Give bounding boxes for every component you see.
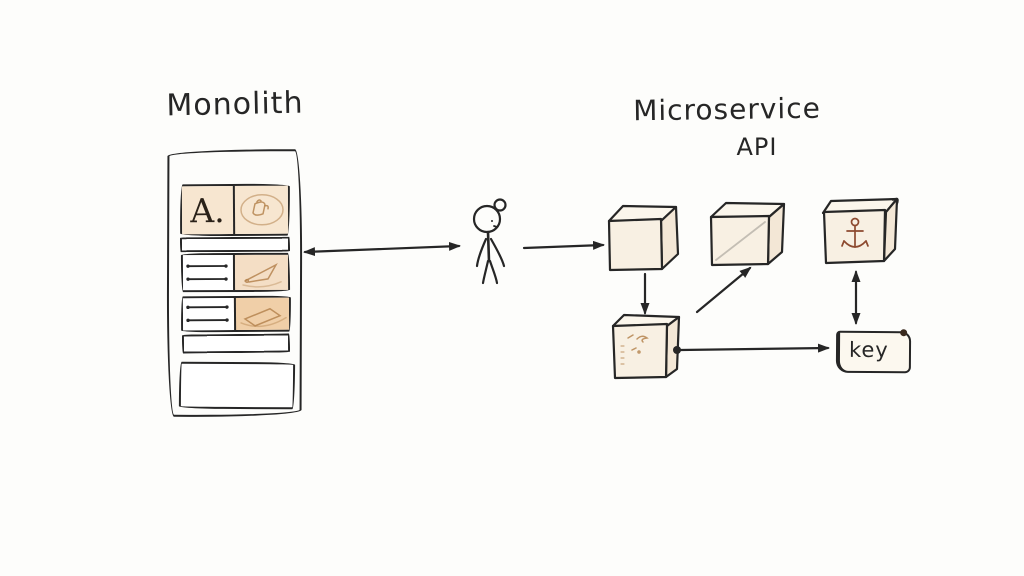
monolith-row-module-a: A.	[179, 183, 291, 237]
datastore-cube	[611, 313, 681, 380]
microservice-title: Microservice	[632, 91, 822, 128]
bidirectional-arrow-monolith-user	[303, 241, 461, 257]
plane-doodle-icon	[242, 263, 282, 288]
monolith-row-3	[180, 295, 292, 333]
monolith-title: Monolith	[166, 85, 304, 124]
module-a-label: A.	[190, 190, 225, 230]
arrow-datastore-key	[679, 343, 830, 353]
measure-lines-icon	[186, 264, 228, 281]
monolith-row-4	[181, 333, 291, 354]
key-box: key	[835, 329, 912, 374]
key-label: key	[848, 337, 889, 363]
service-cube-anchor	[821, 197, 899, 265]
package-doodle-icon	[240, 307, 287, 328]
row2-lines-cell	[182, 255, 234, 291]
api-subtitle: API	[736, 133, 778, 161]
module-doodle-cell	[232, 185, 289, 235]
arrow-datastore-service2	[695, 266, 752, 314]
module-a-cell: A.	[181, 186, 234, 235]
anchor-icon	[841, 217, 869, 248]
key-corner-dot	[900, 329, 908, 337]
row3-doodle-cell	[233, 297, 290, 331]
measure-lines-icon	[186, 305, 229, 323]
service-cube-2	[709, 201, 786, 267]
person-icon	[472, 198, 507, 285]
service-cube-1	[607, 204, 680, 272]
scribble-icon	[620, 334, 649, 365]
arrow-user-service	[522, 240, 605, 250]
monolith-row-5	[178, 361, 296, 410]
monolith-row-2	[180, 252, 291, 293]
monolith-empty-strip	[179, 236, 291, 253]
mug-doodle-icon	[240, 194, 284, 226]
row2-doodle-cell	[232, 254, 289, 291]
row3-lines-cell	[182, 298, 235, 331]
